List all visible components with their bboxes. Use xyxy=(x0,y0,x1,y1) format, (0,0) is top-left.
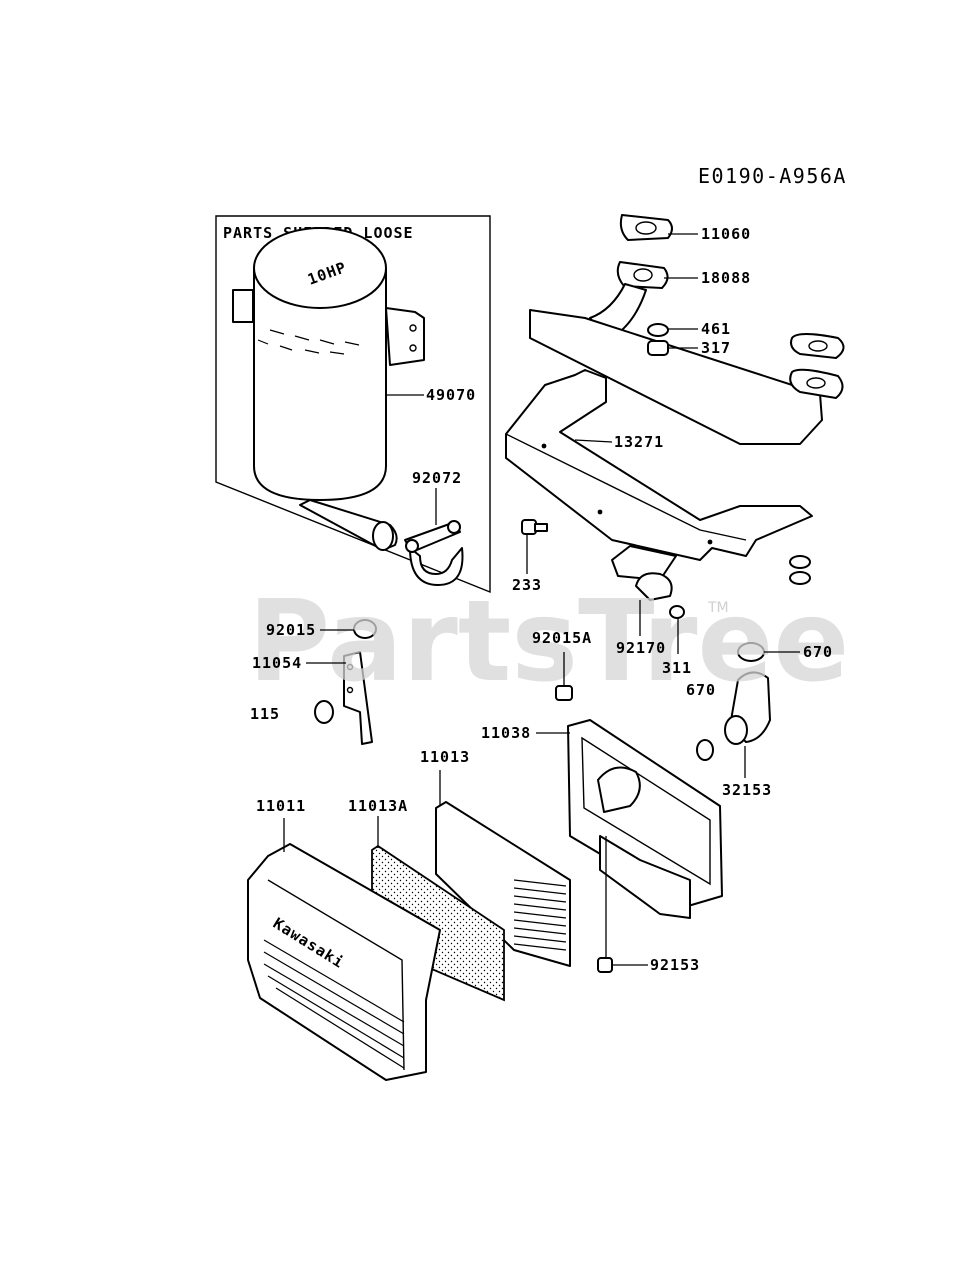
bolt-92153 xyxy=(597,957,613,973)
muffler-bracket xyxy=(385,307,425,366)
label-461: 461 xyxy=(701,320,731,338)
label-11013a: 11013A xyxy=(348,797,408,815)
heat-shield-13271 xyxy=(505,369,813,581)
bracket-hole xyxy=(346,663,354,671)
leader-lines xyxy=(283,233,800,966)
clamp-nut xyxy=(447,520,461,534)
muffler-top xyxy=(253,227,387,309)
loose-nuts-right xyxy=(789,555,811,585)
shield-plate xyxy=(505,369,813,561)
shield-fold xyxy=(505,433,747,541)
muffler: 10HP xyxy=(232,227,425,551)
pipe-main xyxy=(529,309,823,445)
label-92072: 92072 xyxy=(412,469,462,487)
o-ring-670 xyxy=(696,739,714,761)
muffler-body xyxy=(253,267,387,501)
label-92153: 92153 xyxy=(650,956,700,974)
muffler-vents xyxy=(257,329,360,355)
flange-hole xyxy=(633,268,653,282)
base-inner xyxy=(581,736,711,886)
clamp-band xyxy=(409,547,464,586)
flange-hole xyxy=(808,340,828,352)
gasket-hole xyxy=(635,221,657,235)
watermark: PartsTree xyxy=(248,577,849,707)
shield-hole xyxy=(597,509,603,515)
shield-hole xyxy=(707,539,713,545)
pipe-flange-left xyxy=(616,261,669,289)
label-49070: 49070 xyxy=(426,386,476,404)
bolt-shank xyxy=(534,523,548,532)
pipe-flange-right-top xyxy=(790,333,845,359)
elbow-hose xyxy=(696,642,771,761)
label-311: 311 xyxy=(662,659,692,677)
filter-frame xyxy=(435,801,571,967)
label-13271: 13271 xyxy=(614,433,664,451)
label-11038: 11038 xyxy=(481,724,531,742)
clamp-92170 xyxy=(635,572,673,601)
nut-right-1 xyxy=(789,555,811,569)
label-11060: 11060 xyxy=(701,225,751,243)
gasket-plate xyxy=(619,214,673,241)
bolt-233 xyxy=(521,519,548,535)
label-92170: 92170 xyxy=(616,639,666,657)
flange-hole xyxy=(806,377,826,389)
muffler-inlet-stub xyxy=(232,289,254,323)
bolt-head xyxy=(521,519,537,535)
bolt-115 xyxy=(314,700,334,724)
clamp-ring xyxy=(635,572,673,601)
nut-92015 xyxy=(353,619,377,639)
diagram-code: E0190-A956A xyxy=(698,164,847,188)
exhaust-pipe-18088 xyxy=(529,261,845,445)
filter-11013 xyxy=(435,801,571,967)
part-labels: 11060 18088 461 317 49070 13271 92072 23… xyxy=(250,225,833,974)
label-317: 317 xyxy=(701,339,731,357)
nut-311 xyxy=(669,605,685,619)
label-11011: 11011 xyxy=(256,797,306,815)
nut-317 xyxy=(647,340,669,356)
nut-right-2 xyxy=(789,571,811,585)
nut-461 xyxy=(647,323,669,337)
pipe-flange-right xyxy=(789,368,844,399)
loose-box-outline xyxy=(215,215,491,594)
leader-13271 xyxy=(574,439,613,443)
gasket-11060 xyxy=(619,214,673,241)
bracket-hole xyxy=(346,686,354,694)
shield-hole xyxy=(541,443,547,449)
label-92015: 92015 xyxy=(266,621,316,639)
label-11054: 11054 xyxy=(252,654,302,672)
cover-louvers xyxy=(263,939,405,1069)
base-elbow xyxy=(597,766,641,813)
label-18088: 18088 xyxy=(701,269,751,287)
bracket-hole xyxy=(409,344,417,352)
bracket-hole xyxy=(409,324,417,332)
base-bottom xyxy=(599,835,691,919)
filter-pleats xyxy=(513,879,567,951)
label-32153: 32153 xyxy=(722,781,772,799)
label-233: 233 xyxy=(512,576,542,594)
air-cleaner-base-11038 xyxy=(567,719,723,919)
bolt-head xyxy=(597,957,613,973)
base-frame xyxy=(567,719,723,907)
bracket-11054 xyxy=(343,651,373,745)
label-11013: 11013 xyxy=(420,748,470,766)
washer xyxy=(647,323,669,337)
nut xyxy=(647,340,669,356)
cover-body xyxy=(247,843,441,1081)
shield-tab xyxy=(611,545,677,581)
bracket-assembly xyxy=(314,619,377,745)
label-670-a: 670 xyxy=(803,643,833,661)
cover-11011: Kawasaki xyxy=(247,843,441,1081)
elbow-end xyxy=(724,715,748,745)
label-92015a: 92015A xyxy=(532,629,592,647)
nut xyxy=(669,605,685,619)
clamp-92072 xyxy=(404,520,464,586)
label-115: 115 xyxy=(250,705,280,723)
watermark-tm: TM xyxy=(707,600,729,616)
muffler-pipe-end xyxy=(372,521,394,551)
label-670-b: 670 xyxy=(686,681,716,699)
clamp-nut xyxy=(405,539,419,553)
